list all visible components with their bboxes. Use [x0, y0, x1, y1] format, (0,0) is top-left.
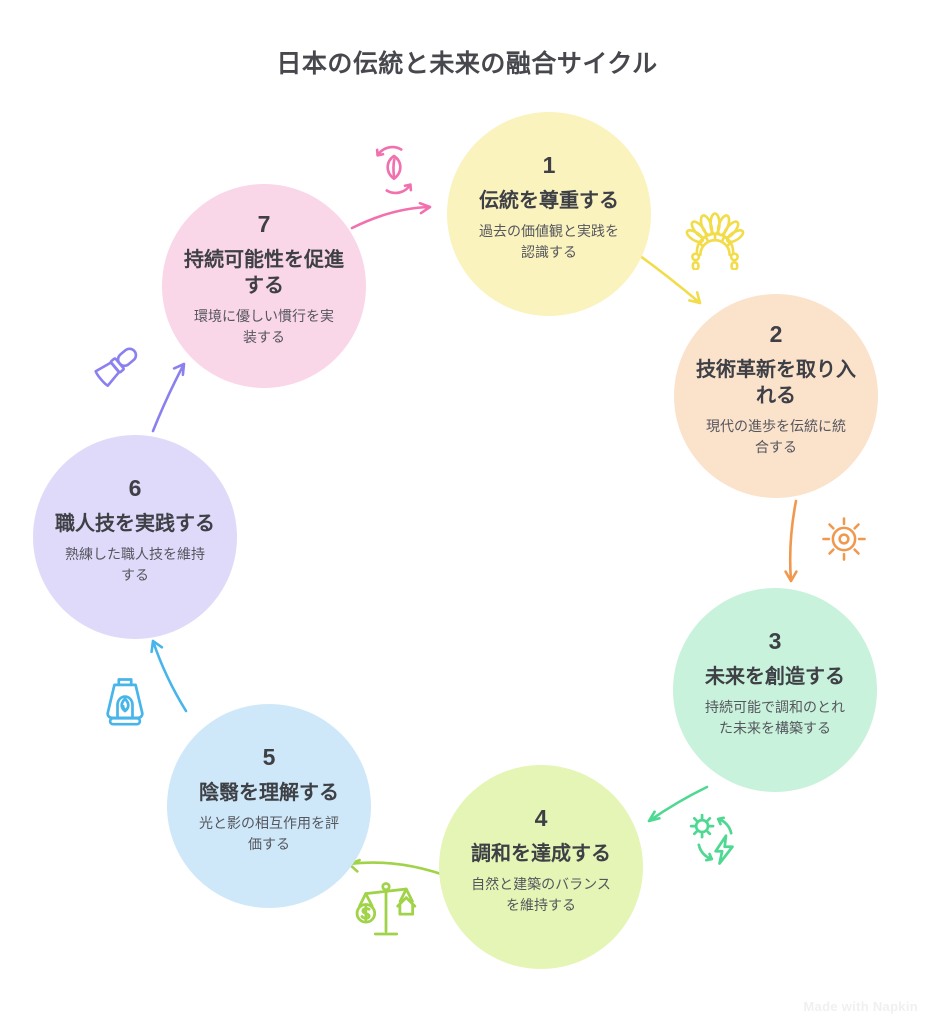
page-title: 日本の伝統と未来の融合サイクル: [276, 50, 658, 78]
telescope-icon: [89, 334, 149, 394]
step-circle-5: 5 陰翳を理解する 光と影の相互作用を評価する: [167, 704, 371, 908]
step-title: 持続可能性を促進する: [184, 249, 344, 298]
lantern-icon: [94, 672, 156, 734]
step-number: 1: [542, 152, 556, 179]
step-number: 3: [768, 628, 782, 655]
arrow-6-to-7: [151, 362, 186, 433]
arrow-2-to-3: [784, 499, 798, 583]
arrow-5-to-6: [150, 639, 188, 713]
step-title: 陰翳を理解する: [199, 782, 339, 805]
solar-energy-icon: [684, 808, 746, 870]
step-number: 6: [128, 475, 142, 502]
step-description: 過去の価値観と実践を認識する: [479, 223, 619, 260]
eco-cycle-icon: [364, 140, 424, 200]
step-title: 伝統を尊重する: [479, 190, 619, 213]
step-description: 光と影の相互作用を評価する: [199, 815, 339, 852]
step-number: 2: [769, 321, 783, 348]
headdress-icon: [685, 210, 745, 270]
sun-icon: [815, 510, 873, 568]
step-circle-6: 6 職人技を実践する 熟練した職人技を維持する: [33, 435, 237, 639]
step-description: 熟練した職人技を維持する: [65, 546, 205, 583]
step-description: 持続可能で調和のとれた未来を構築する: [705, 699, 845, 736]
step-circle-7: 7 持続可能性を促進する 環境に優しい慣行を実装する: [162, 184, 366, 388]
arrow-3-to-4: [647, 785, 709, 823]
step-circle-3: 3 未来を創造する 持続可能で調和のとれた未来を構築する: [673, 588, 877, 792]
step-title: 職人技を実践する: [55, 513, 215, 536]
step-circle-4: 4 調和を達成する 自然と建築のバランスを維持する: [439, 765, 643, 969]
step-circle-1: 1 伝統を尊重する 過去の価値観と実践を認識する: [447, 112, 651, 316]
step-description: 自然と建築のバランスを維持する: [471, 876, 611, 913]
arrow-1-to-2: [634, 251, 702, 305]
balance-scale-icon: [354, 876, 418, 940]
step-description: 環境に優しい慣行を実装する: [194, 308, 334, 345]
step-title: 技術革新を取り入れる: [696, 359, 856, 408]
step-number: 5: [262, 744, 276, 771]
step-title: 未来を創造する: [705, 666, 845, 689]
step-number: 4: [534, 805, 548, 832]
watermark: Made with Napkin: [803, 999, 918, 1014]
step-circle-2: 2 技術革新を取り入れる 現代の進歩を伝統に統合する: [674, 294, 878, 498]
arrow-7-to-1: [350, 201, 432, 230]
step-description: 現代の進歩を伝統に統合する: [706, 418, 846, 455]
step-title: 調和を達成する: [471, 843, 611, 866]
step-number: 7: [257, 211, 271, 238]
